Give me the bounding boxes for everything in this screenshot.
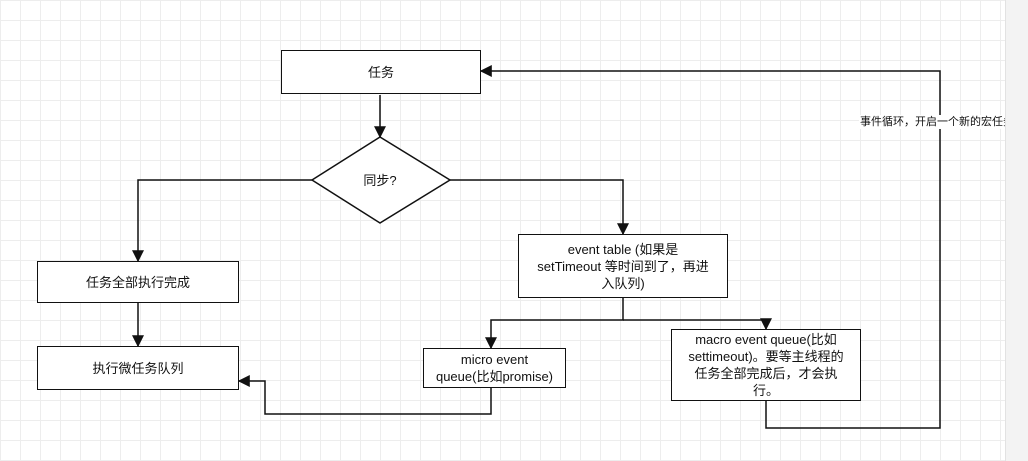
sync-decision-diamond bbox=[310, 136, 452, 224]
node-macro-event-queue[interactable]: macro event queue(比如 settimeout)。要等主线程的 … bbox=[671, 329, 861, 401]
edge-event-table-to-macro bbox=[623, 318, 772, 331]
vertical-scrollbar[interactable] bbox=[1005, 0, 1028, 461]
node-all-done[interactable]: 任务全部执行完成 bbox=[37, 261, 239, 303]
edge-micro-to-run-micro bbox=[237, 375, 492, 415]
edge-sync-yes-to-all-done bbox=[132, 179, 312, 263]
edge-macro-loop-to-task bbox=[479, 65, 941, 429]
edge-event-table-to-micro bbox=[485, 298, 624, 350]
node-task[interactable]: 任务 bbox=[281, 50, 481, 94]
edge-sync-no-to-event-table bbox=[450, 179, 629, 236]
node-run-micro-queue[interactable]: 执行微任务队列 bbox=[37, 346, 239, 390]
node-micro-event-queue[interactable]: micro event queue(比如promise) bbox=[423, 348, 566, 388]
node-event-table[interactable]: event table (如果是 setTimeout 等时间到了，再进 入队列… bbox=[518, 234, 728, 298]
edge-label-event-loop: 事件循环，开启一个新的宏任务 bbox=[859, 115, 1015, 129]
node-sync-decision-label[interactable]: 同步? bbox=[363, 173, 397, 188]
